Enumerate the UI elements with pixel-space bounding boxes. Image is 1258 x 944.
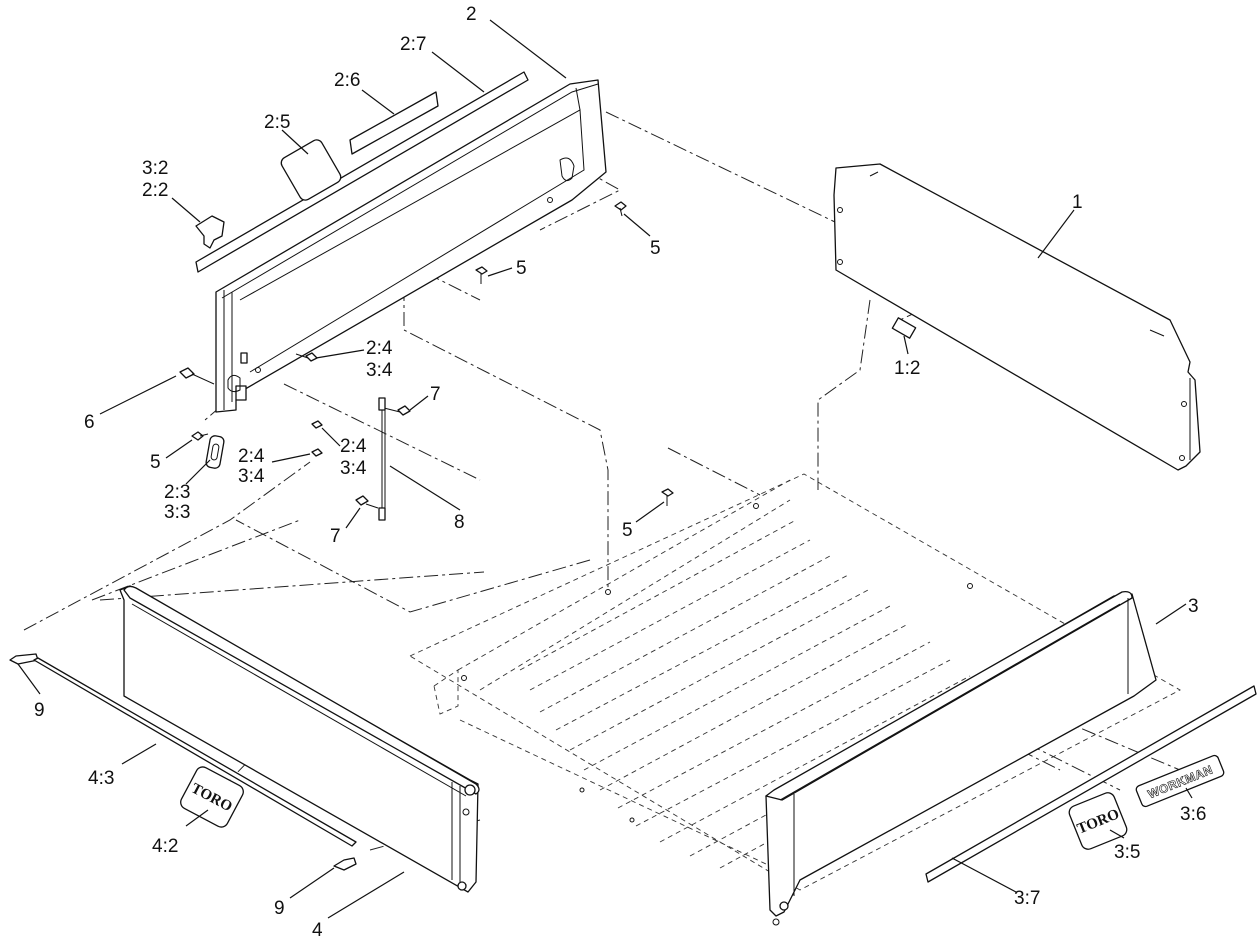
label-3-2: 3:2	[142, 158, 168, 179]
front-wall-part-2	[215, 79, 607, 413]
label-3-4-upper: 3:4	[366, 360, 393, 381]
pin-9-left	[9, 653, 39, 665]
label-2-2: 2:2	[142, 180, 168, 201]
bolt-2-4-c	[311, 448, 323, 457]
toro-decal-4-2: TORO	[180, 766, 244, 828]
strip-3-7	[925, 685, 1257, 883]
label-2-4-upper: 2:4	[366, 338, 393, 359]
cable-part-8	[378, 397, 386, 521]
bolt-7-top	[383, 405, 411, 416]
pin-9-right	[333, 857, 357, 871]
label-8: 8	[454, 512, 465, 533]
label-1: 1	[1072, 192, 1083, 213]
bolt-2-4-b	[311, 420, 323, 429]
label-6: 6	[84, 412, 95, 433]
strip-4-3	[33, 657, 357, 847]
label-9-right: 9	[274, 898, 285, 919]
label-2: 2	[466, 4, 477, 25]
label-7-top: 7	[430, 384, 441, 405]
decal-2-5	[280, 139, 342, 201]
label-2-4-middle: 2:4	[340, 436, 367, 457]
bolt-7-bottom	[355, 495, 379, 509]
label-5-floor: 5	[622, 520, 633, 541]
label-2-4-lower: 2:4	[238, 446, 265, 467]
bolt-6	[179, 367, 215, 385]
label-3: 3	[1188, 596, 1199, 617]
label-2-6: 2:6	[334, 70, 360, 91]
label-2-7: 2:7	[400, 34, 426, 55]
screw-5-mid	[475, 266, 488, 284]
screw-5-floor	[661, 488, 674, 506]
label-3-7: 3:7	[1014, 888, 1040, 909]
side-wall-part-3: TORO WORKMAN	[765, 590, 1257, 926]
latch-2-2	[195, 215, 225, 249]
screw-5-left	[191, 431, 209, 441]
decal-2-6	[349, 91, 439, 155]
label-4: 4	[312, 920, 323, 941]
label-1-2: 1:2	[894, 358, 920, 379]
panel-decal-1-2	[891, 317, 917, 339]
label-5-mid: 5	[516, 258, 527, 279]
label-3-6: 3:6	[1180, 804, 1206, 825]
label-5-left: 5	[150, 452, 161, 473]
label-2-5: 2:5	[264, 112, 290, 133]
tailgate-part-4: TORO	[33, 585, 480, 893]
label-4-2: 4:2	[152, 836, 178, 857]
label-3-4-middle: 3:4	[340, 458, 367, 479]
label-3-5: 3:5	[1114, 842, 1140, 863]
workman-decal-3-6: WORKMAN	[1135, 754, 1225, 808]
screw-5-top	[614, 201, 627, 217]
hardware	[9, 201, 674, 871]
label-7-bottom: 7	[330, 526, 341, 547]
label-3-3: 3:3	[164, 502, 190, 523]
hinge-plate-2-3	[205, 435, 225, 469]
label-5-top: 5	[650, 238, 661, 259]
wall-decals	[195, 71, 529, 273]
label-9-left: 9	[34, 700, 45, 721]
callout-labels: 1 1:2 2 2:7 2:6 2:5 3:2 2:2 5 5 2:4 3:4 …	[34, 4, 1206, 941]
front-panel-part-1	[833, 163, 1201, 471]
leader-lines	[17, 19, 1193, 919]
label-3-4-lower: 3:4	[238, 466, 265, 487]
label-2-3: 2:3	[164, 482, 190, 503]
strip-2-7	[195, 71, 529, 273]
label-4-3: 4:3	[88, 768, 114, 789]
